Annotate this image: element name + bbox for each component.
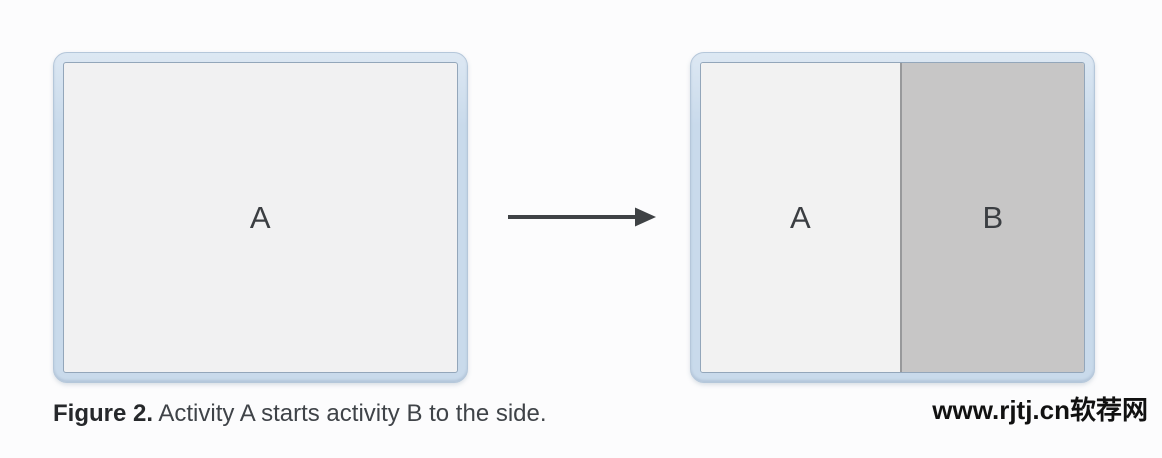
activity-a-label: A [789,200,812,235]
activity-pane-a: A [701,63,901,372]
after-device-screen: A B [700,62,1085,373]
activity-pane-b: B [900,63,1084,372]
before-device-frame: A [53,52,468,383]
figure-caption: Figure 2. Activity A starts activity B t… [53,398,547,430]
caption-figure-number: Figure 2. [53,400,154,427]
activity-b-label: B [982,200,1004,235]
watermark: www.rjtj.cn软荐网 [932,395,1148,425]
after-device-frame: A B [690,52,1095,383]
activity-a-label: A [249,200,272,235]
before-device-screen: A [63,62,458,373]
transition-arrow-icon [506,203,656,231]
caption-text: Activity A starts activity B to the side… [153,400,547,427]
